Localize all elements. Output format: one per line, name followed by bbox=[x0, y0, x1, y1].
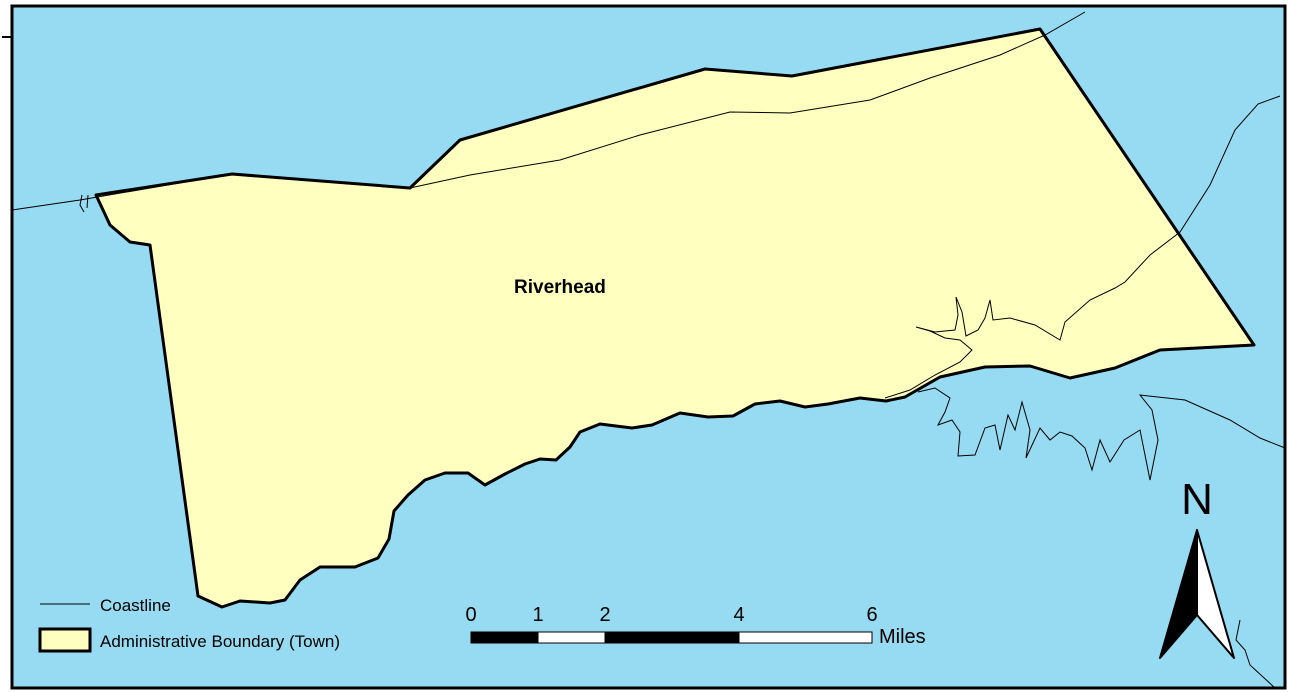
scale-tick-4: 4 bbox=[733, 604, 744, 626]
scale-bar: 0 1 2 4 6 Miles bbox=[465, 604, 925, 648]
scale-tick-6: 6 bbox=[866, 604, 877, 626]
peconic-coastline bbox=[884, 95, 1281, 399]
coastline-lines bbox=[11, 11, 1286, 689]
scale-segment-1 bbox=[470, 631, 539, 644]
scale-tick-0: 0 bbox=[465, 604, 476, 626]
scale-unit: Miles bbox=[879, 626, 926, 648]
scale-tick-1: 1 bbox=[532, 604, 543, 626]
coastline-legend-label: Coastline bbox=[100, 596, 171, 615]
bay-coastline bbox=[917, 387, 1286, 481]
map-frame bbox=[10, 4, 1287, 690]
legend: Coastline Administrative Boundary (Town) bbox=[38, 596, 340, 653]
north-arrow-right-half bbox=[1196, 529, 1235, 659]
boundary-legend-symbol bbox=[38, 627, 92, 653]
scale-tick-2: 2 bbox=[599, 604, 610, 626]
west-inlet bbox=[79, 194, 89, 213]
place-label: Riverhead bbox=[514, 277, 606, 298]
scale-segment-4 bbox=[738, 631, 873, 644]
north-shore-coastline bbox=[11, 11, 1086, 211]
north-arrow: N bbox=[1159, 475, 1235, 659]
scale-segment-2 bbox=[537, 631, 606, 644]
boundary-legend-label: Administrative Boundary (Town) bbox=[100, 632, 340, 651]
town-boundary bbox=[94, 27, 1256, 609]
east-coastline bbox=[1235, 619, 1276, 689]
north-arrow-label: N bbox=[1181, 475, 1213, 524]
scale-segment-3 bbox=[604, 631, 740, 644]
